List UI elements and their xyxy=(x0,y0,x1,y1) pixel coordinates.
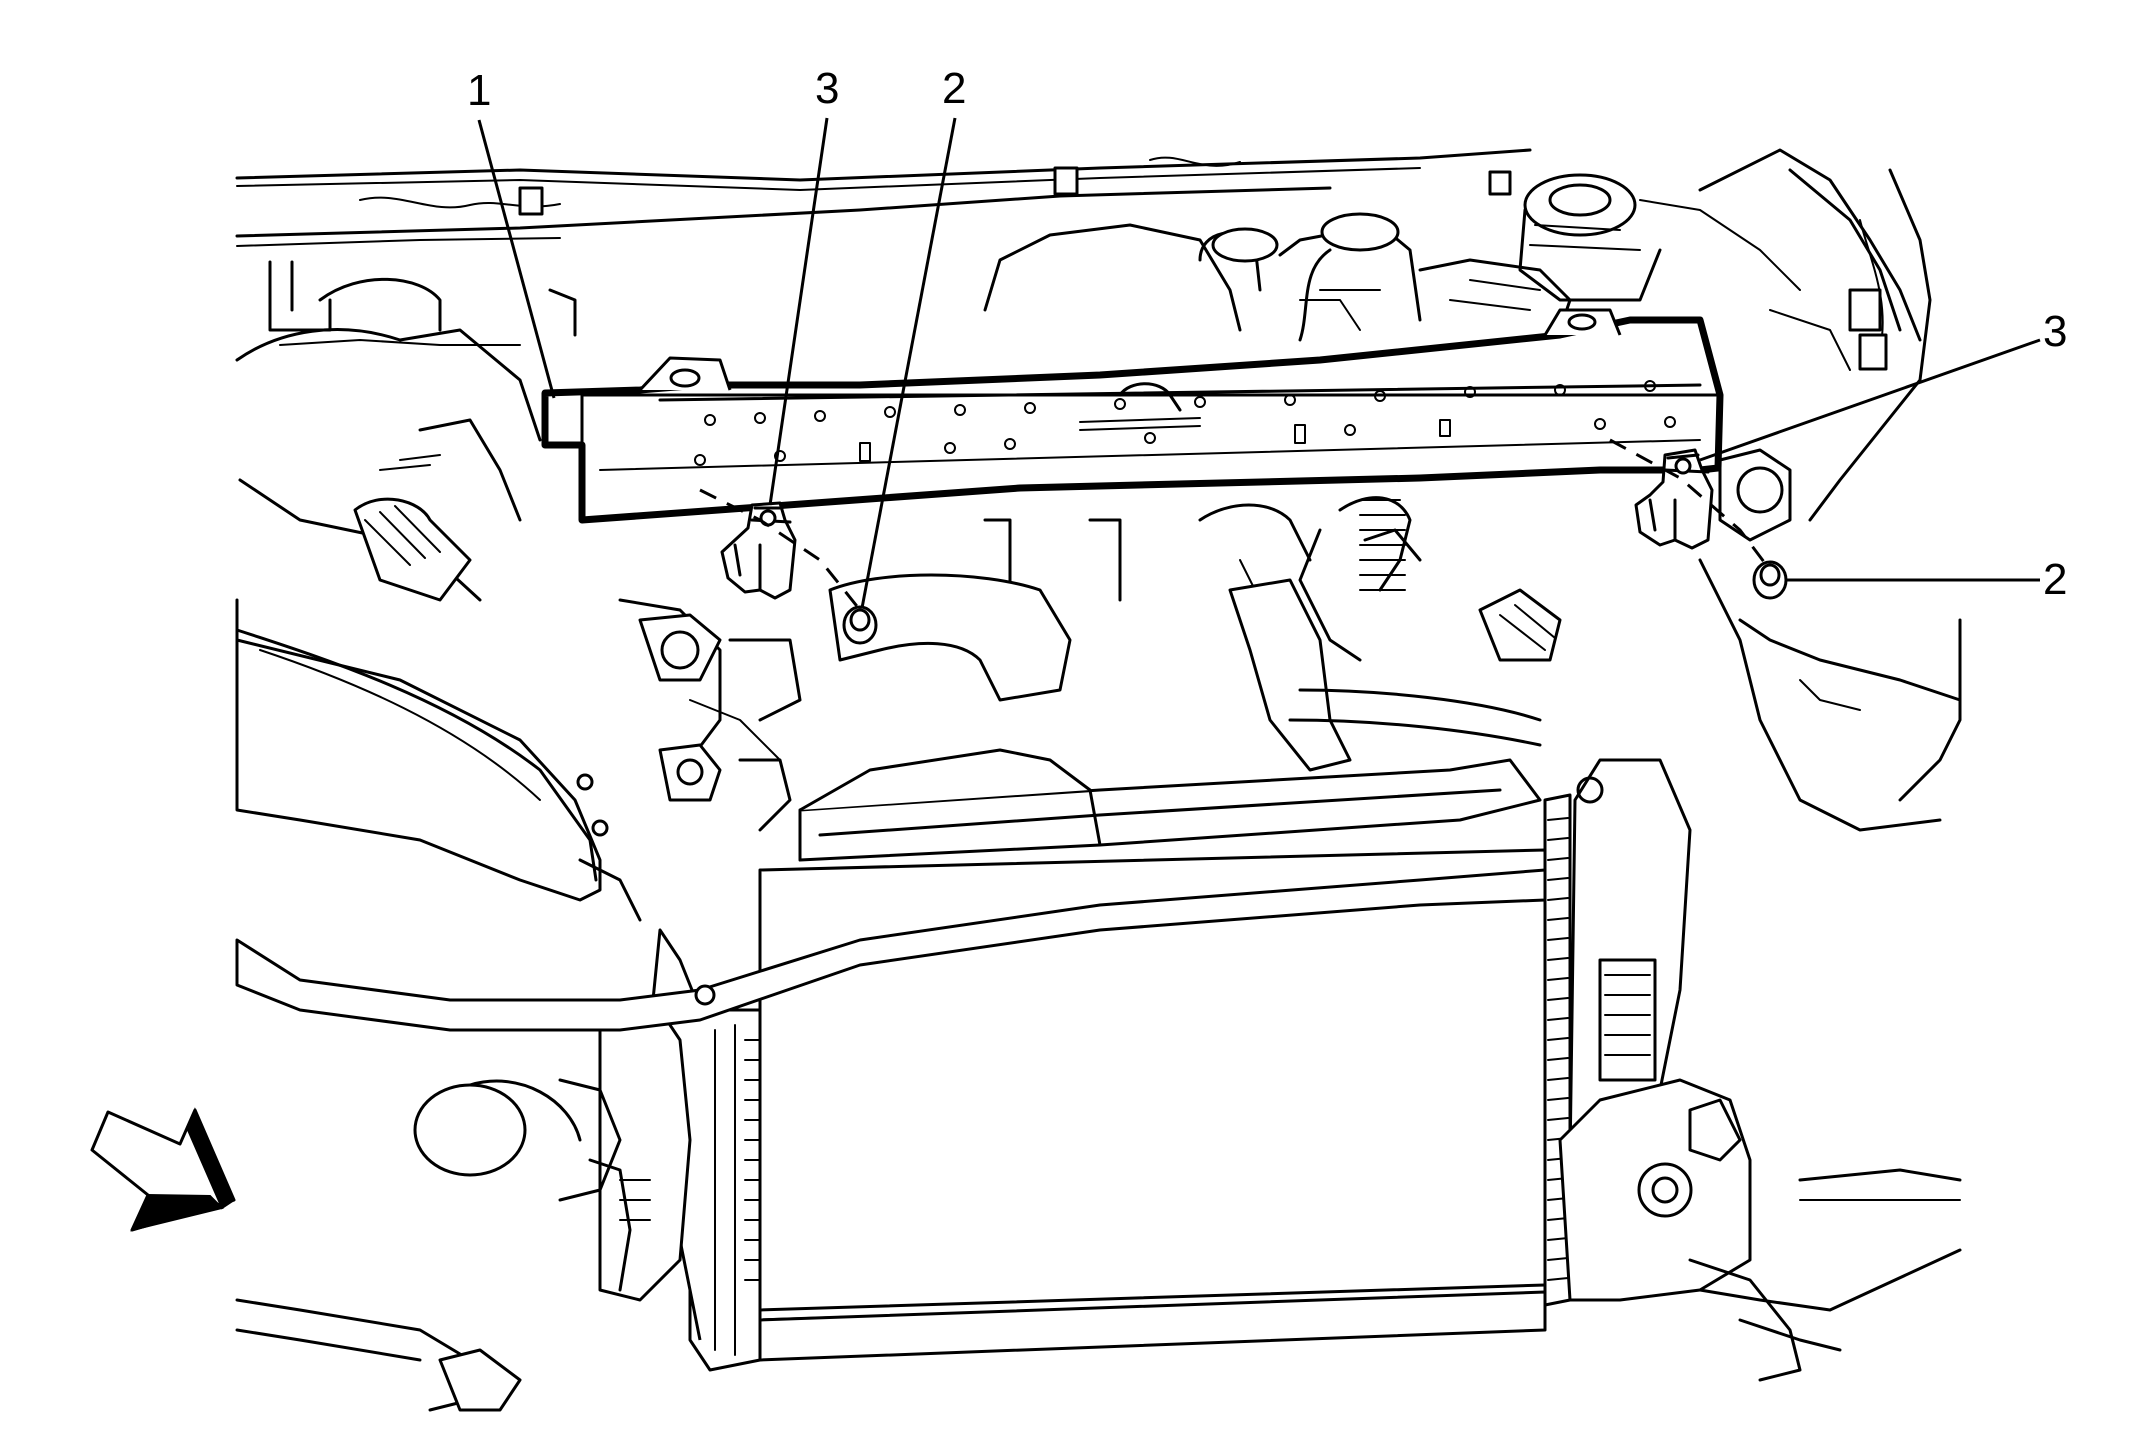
engine-bay-background xyxy=(235,148,1962,922)
bolt-right xyxy=(1752,560,1788,600)
radiator-assembly xyxy=(235,748,1962,1412)
callout-1-leader xyxy=(477,119,556,399)
callout-1-label: 1 xyxy=(467,66,491,115)
radiator-support-upper-tie-bar xyxy=(541,308,1724,524)
callouts: 1 3 2 3 2 xyxy=(467,64,2067,609)
callout-3-right-label: 3 xyxy=(2043,307,2067,356)
radiator-bracket-right xyxy=(1634,448,1714,550)
callout-3-right-leader xyxy=(1699,338,2041,462)
bracket-left-alignment-line xyxy=(699,488,862,611)
arrow-icon xyxy=(90,1107,236,1232)
tie-bar-holes xyxy=(694,380,1676,466)
callout-2-right-label: 2 xyxy=(2043,555,2067,604)
radiator-bracket-left xyxy=(720,501,797,600)
callout-2-left-leader xyxy=(860,117,957,609)
bracket-right-alignment-line xyxy=(1609,438,1772,571)
bolt-left xyxy=(842,605,878,645)
callout-3-left-label: 3 xyxy=(815,64,839,113)
callout-2-left-label: 2 xyxy=(942,64,966,113)
callout-3-left-leader xyxy=(768,117,829,506)
